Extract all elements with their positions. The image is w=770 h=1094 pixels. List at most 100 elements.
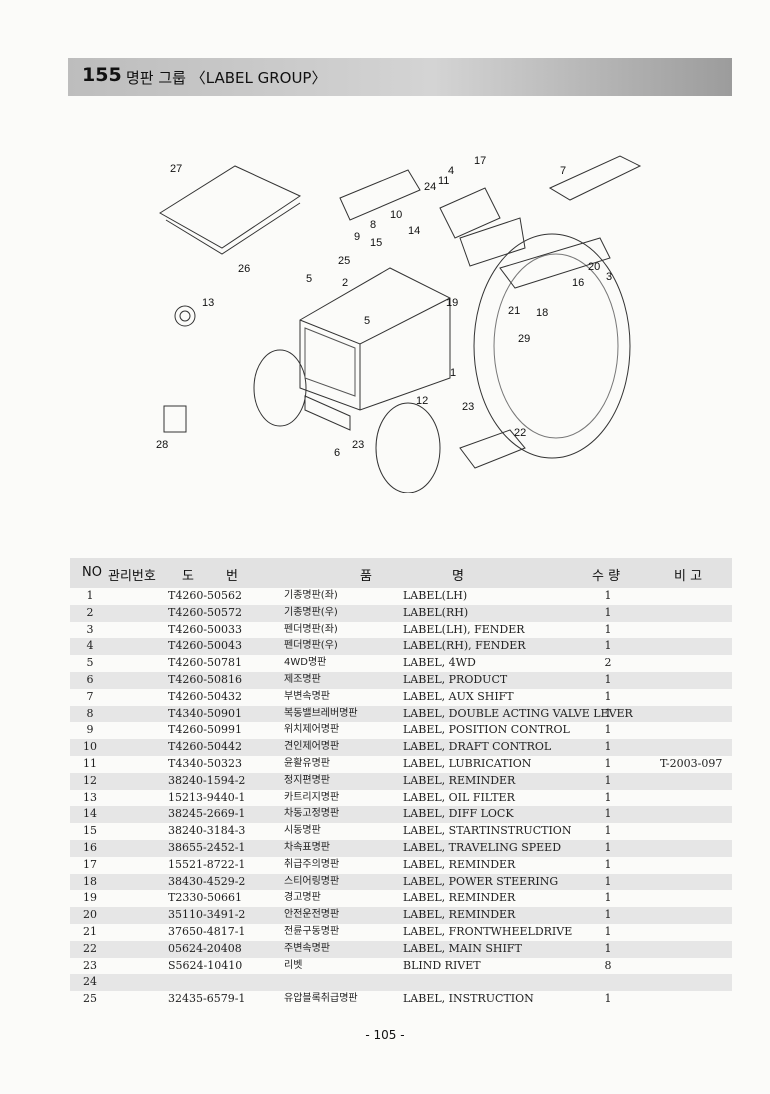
callout-label: 5 (364, 315, 370, 327)
row-drawing-no: 15213-9440-1 (168, 790, 246, 804)
row-korean-name: 펜더명판(우) (284, 640, 338, 652)
row-no: 2 (86, 605, 94, 619)
row-korean-name: 경고명판 (284, 892, 321, 904)
section-number: 155 (82, 64, 122, 86)
row-korean-name: 부변속명판 (284, 690, 330, 702)
row-korean-name: 유압블록취급명판 (284, 993, 358, 1005)
row-drawing-no: T4260-50781 (168, 656, 243, 670)
row-korean-name: 위치제어명판 (284, 724, 340, 736)
row-no: 14 (83, 807, 97, 821)
row-korean-name: 스티어링명판 (284, 875, 340, 887)
row-english-name: LABEL, PRODUCT (403, 672, 508, 686)
row-drawing-no: T2330-50661 (168, 891, 243, 905)
callout-label: 21 (508, 305, 520, 317)
row-no: 23 (83, 958, 97, 972)
row-no: 13 (83, 790, 97, 804)
row-korean-name: 기종명판(우) (284, 606, 338, 618)
callout-label: 13 (202, 297, 214, 309)
row-quantity: 1 (604, 908, 612, 922)
callout-label: 2 (342, 277, 348, 289)
header-mgmt-no: 관리번호 (108, 569, 156, 584)
row-english-name: LABEL, MAIN SHIFT (403, 941, 522, 955)
row-drawing-no: T4260-50816 (168, 672, 243, 686)
row-drawing-no: T4260-50572 (168, 605, 243, 619)
row-english-name: LABEL, POWER STEERING (403, 874, 559, 888)
lever-console (339, 169, 421, 221)
row-drawing-no: T4260-50432 (168, 689, 243, 703)
row-quantity: 1 (604, 622, 612, 636)
row-korean-name: 차속표명판 (284, 841, 330, 853)
row-english-name: LABEL, DRAFT CONTROL (403, 740, 552, 754)
front-wheel-right (375, 402, 441, 493)
row-quantity: 1 (604, 740, 612, 754)
row-no: 4 (86, 639, 94, 653)
row-no: 7 (86, 689, 94, 703)
callout-label: 14 (408, 225, 420, 237)
row-korean-name: 정지편명판 (284, 774, 330, 786)
row-korean-name: 기종명판(좌) (284, 590, 338, 601)
callout-label: 4 (448, 165, 454, 177)
row-quantity: 1 (604, 840, 612, 854)
row-english-name: BLIND RIVET (403, 958, 481, 972)
row-quantity: 1 (604, 723, 612, 737)
row-korean-name: 견인제어명판 (284, 741, 340, 753)
row-quantity: 1 (604, 639, 612, 653)
row-drawing-no: S5624-10410 (168, 958, 243, 972)
parts-table-header: NO 관리번호 도 번 품 명 수 량 비 고 (70, 558, 732, 588)
row-no: 11 (83, 756, 97, 770)
row-drawing-no: 35110-3491-2 (168, 908, 246, 922)
row-english-name: LABEL(RH), FENDER (403, 639, 526, 653)
hood (299, 267, 451, 411)
row-no: 21 (83, 924, 97, 938)
rear-wheel (473, 233, 631, 459)
row-english-name: LABEL, REMINDER (403, 773, 516, 787)
row-quantity: 1 (604, 874, 612, 888)
row-no: 18 (83, 874, 97, 888)
row-drawing-no: 15521-8722-1 (168, 857, 246, 871)
row-no: 16 (83, 840, 97, 854)
row-no: 10 (83, 740, 97, 754)
row-drawing-no: 38430-4529-2 (168, 874, 246, 888)
row-english-name: LABEL, INSTRUCTION (403, 992, 534, 1006)
row-korean-name: 윤활유명판 (284, 757, 330, 769)
callout-label: 17 (474, 155, 486, 167)
callout-label: 29 (518, 333, 530, 345)
row-english-name: LABEL, DOUBLE ACTING VALVE LEVER (403, 706, 633, 720)
row-english-name: LABEL, AUX SHIFT (403, 689, 514, 703)
upper-rail (548, 155, 642, 201)
row-korean-name: 4WD명판 (284, 657, 327, 669)
row-no: 1 (86, 589, 94, 602)
row-english-name: LABEL, 4WD (403, 656, 476, 670)
row-drawing-no: T4260-50033 (168, 622, 243, 636)
callout-label: 22 (514, 427, 526, 439)
row-korean-name: 제조명판 (284, 673, 321, 685)
row-quantity: 1 (604, 706, 612, 720)
row-english-name: LABEL, TRAVELING SPEED (403, 840, 562, 854)
row-drawing-no: 37650-4817-1 (168, 924, 246, 938)
callout-label: 12 (416, 395, 428, 407)
row-quantity: 1 (604, 992, 612, 1006)
row-quantity: 1 (604, 824, 612, 838)
bracket-part (163, 405, 187, 433)
header-remark: 비 고 (674, 569, 703, 584)
row-quantity: 1 (604, 790, 612, 804)
header-quantity: 수 량 (592, 569, 621, 584)
row-quantity: 1 (604, 924, 612, 938)
row-no: 17 (83, 857, 97, 871)
row-quantity: 8 (604, 958, 612, 972)
row-drawing-no: T4260-50991 (168, 723, 243, 737)
callout-label: 19 (446, 297, 458, 309)
callout-label: 26 (238, 263, 250, 275)
row-drawing-no: 05624-20408 (168, 941, 242, 955)
row-no: 25 (83, 992, 97, 1006)
row-no: 6 (86, 672, 94, 686)
